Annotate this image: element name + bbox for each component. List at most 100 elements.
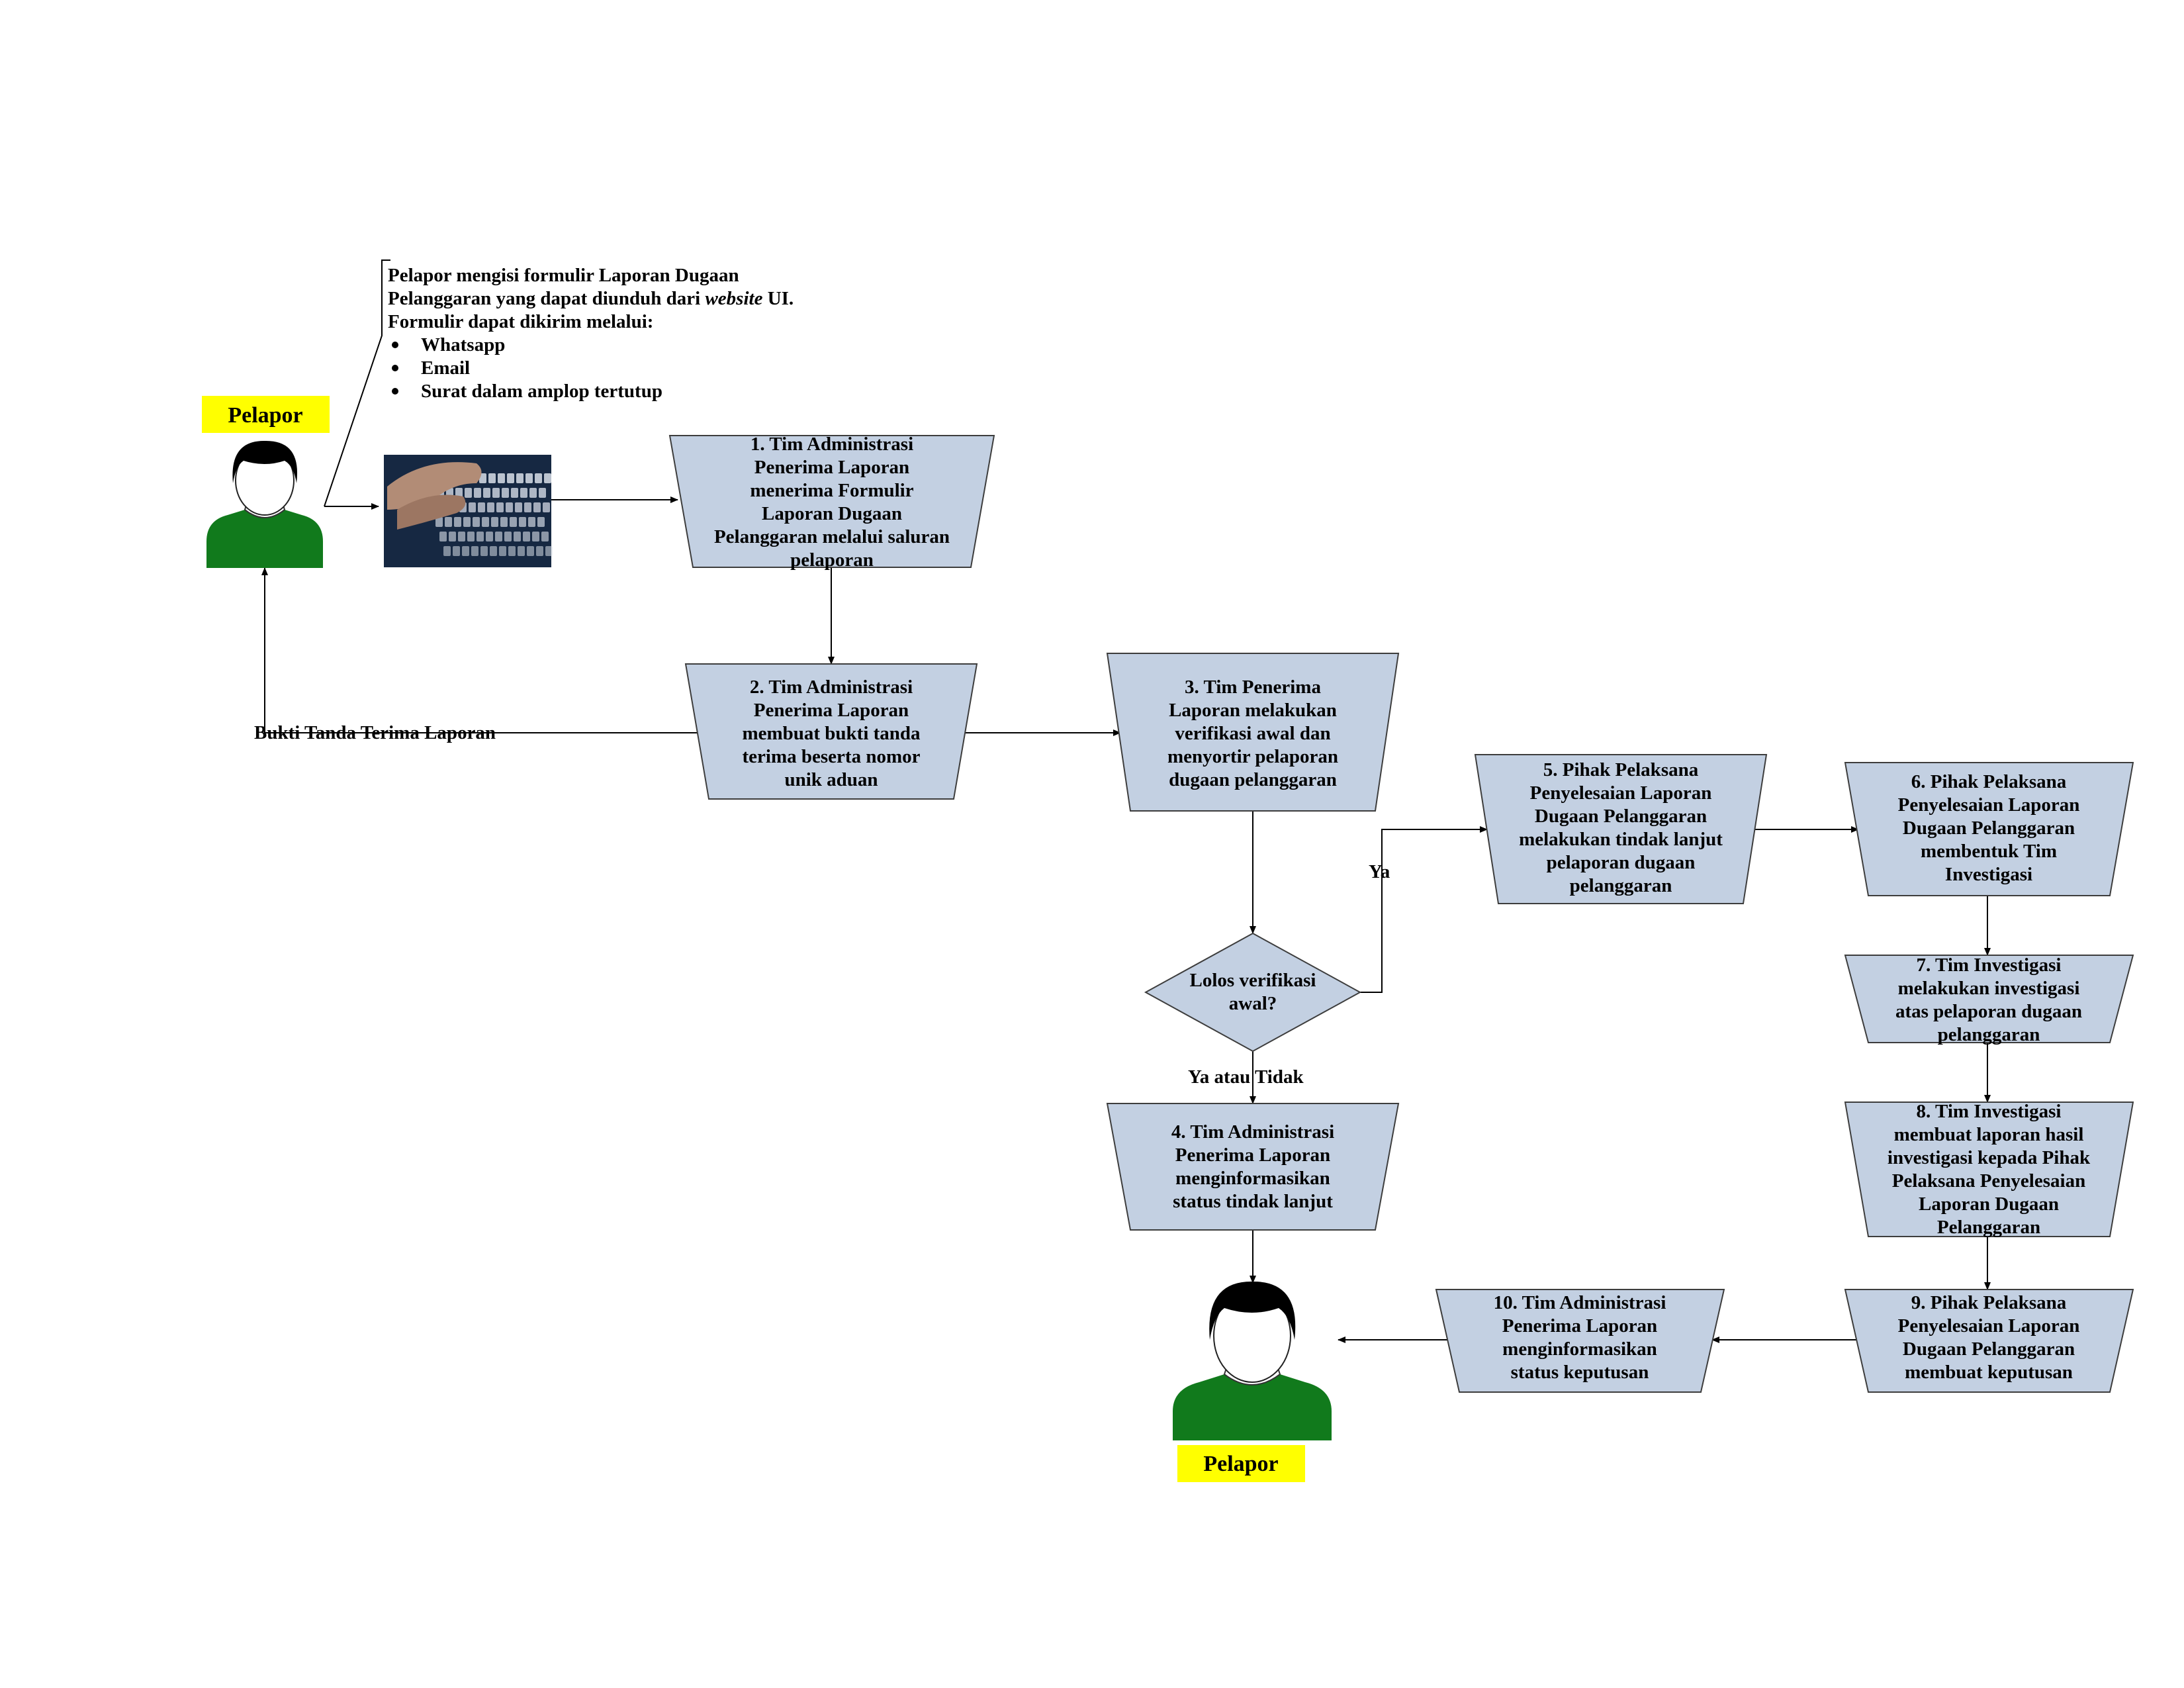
text-line: Dugaan Pelanggaran xyxy=(1903,818,2075,839)
keyboard-key xyxy=(492,488,500,498)
keyboard-key xyxy=(525,473,533,483)
keyboard-key xyxy=(443,546,451,556)
text-line: 5. Pihak Pelaksana xyxy=(1543,759,1699,780)
keyboard-key xyxy=(518,546,525,556)
keyboard-key xyxy=(524,502,531,512)
text-line: menerima Formulir xyxy=(750,480,913,501)
keyboard-key xyxy=(514,532,521,541)
bullet-dot xyxy=(392,388,398,395)
keyboard-key xyxy=(479,473,486,483)
keyboard-key xyxy=(471,546,478,556)
text-line: pelaporan xyxy=(790,549,874,571)
instruction-note: Pelapor mengisi formulir Laporan Dugaan … xyxy=(388,265,794,402)
keyboard-key xyxy=(487,502,494,512)
text-line: Penerima Laporan xyxy=(754,700,909,721)
edge-label-yes: Ya xyxy=(1369,861,1390,882)
keyboard-key xyxy=(473,517,480,527)
text-line: 7. Tim Investigasi xyxy=(1917,955,2062,976)
text-line: Dugaan Pelanggaran xyxy=(1903,1338,2075,1360)
note-line-2: Pelanggaran yang dapat diunduh dari webs… xyxy=(388,288,794,309)
edge-label-yes-or-no: Ya atau Tidak xyxy=(1188,1066,1304,1088)
keyboard-key xyxy=(480,546,488,556)
edge-label-receipt: Bukti Tanda Terima Laporan xyxy=(254,722,496,743)
text-line: melakukan tindak lanjut xyxy=(1519,829,1723,850)
keyboard-key xyxy=(504,532,512,541)
keyboard-key xyxy=(536,546,543,556)
text-line: Penerima Laporan xyxy=(754,457,909,478)
keyboard-key xyxy=(453,546,460,556)
keyboard-key xyxy=(516,473,523,483)
keyboard-key xyxy=(545,546,553,556)
text-line: Penerima Laporan xyxy=(1175,1145,1330,1166)
text-line: verifikasi awal dan xyxy=(1175,723,1330,744)
keyboard-key xyxy=(478,502,485,512)
keyboard-key xyxy=(511,488,518,498)
keyboard-key xyxy=(474,488,481,498)
text-line: Penyelesaian Laporan xyxy=(1898,794,2080,816)
text-line: menyortir pelaporan xyxy=(1167,746,1338,767)
keyboard-key xyxy=(465,488,472,498)
text-line: Dugaan Pelanggaran xyxy=(1535,806,1707,827)
actor-reporter-top: Pelapor xyxy=(202,396,330,568)
bullet-text: Email xyxy=(421,357,470,379)
text-line: 9. Pihak Pelaksana xyxy=(1911,1292,2067,1313)
keyboard-key xyxy=(519,517,526,527)
text-line: membuat keputusan xyxy=(1905,1362,2073,1383)
bullet-text: Whatsapp xyxy=(421,334,505,355)
keyboard-key xyxy=(520,488,527,498)
text-line: Pelaksana Penyelesaian xyxy=(1892,1170,2085,1192)
text-line: melakukan investigasi xyxy=(1898,978,2080,999)
connectors xyxy=(261,259,1991,1343)
text-line: Penyelesaian Laporan xyxy=(1530,782,1712,804)
keyboard-key xyxy=(495,532,502,541)
keyboard-key xyxy=(455,488,463,498)
text-line: terima beserta nomor xyxy=(743,746,921,767)
keyboard-key xyxy=(463,517,471,527)
keyboard-key xyxy=(544,473,551,483)
keyboard-key xyxy=(483,488,490,498)
keyboard-key xyxy=(541,532,549,541)
text-line: 3. Tim Penerima xyxy=(1185,677,1321,698)
person-icon xyxy=(1173,1281,1332,1440)
actor-label-bg xyxy=(1177,1445,1305,1482)
keyboard-key xyxy=(482,517,489,527)
edge-decision-to-step5 xyxy=(1360,826,1488,993)
text-line: 2. Tim Administrasi xyxy=(750,677,913,698)
keyboard-key xyxy=(532,532,539,541)
text-line: status keputusan xyxy=(1511,1362,1649,1383)
actor-label-bg xyxy=(202,396,330,433)
keyboard-key xyxy=(506,502,513,512)
actor-label: Pelapor xyxy=(1203,1452,1278,1476)
text-line: 10. Tim Administrasi xyxy=(1494,1292,1666,1313)
keyboard-key xyxy=(507,473,514,483)
text-line: atas pelaporan dugaan xyxy=(1895,1001,2082,1022)
actor-reporter-bottom: Pelapor xyxy=(1173,1281,1332,1482)
keyboard-key xyxy=(496,502,504,512)
keyboard-key xyxy=(488,473,496,483)
text-line: membuat laporan hasil xyxy=(1894,1124,2084,1145)
keyboard-key xyxy=(462,546,469,556)
text-line: Laporan Dugaan xyxy=(1919,1194,2059,1215)
text-line: Penerima Laporan xyxy=(1502,1315,1657,1336)
text-line: Laporan melakukan xyxy=(1169,700,1337,721)
keyboard-key xyxy=(543,502,550,512)
text-line: Penyelesaian Laporan xyxy=(1898,1315,2080,1336)
keyboard-key xyxy=(527,546,534,556)
text-line: Pelanggaran melalui saluran xyxy=(714,526,950,547)
keyboard-key xyxy=(467,532,475,541)
text-line: Pelanggaran xyxy=(1937,1217,2040,1238)
